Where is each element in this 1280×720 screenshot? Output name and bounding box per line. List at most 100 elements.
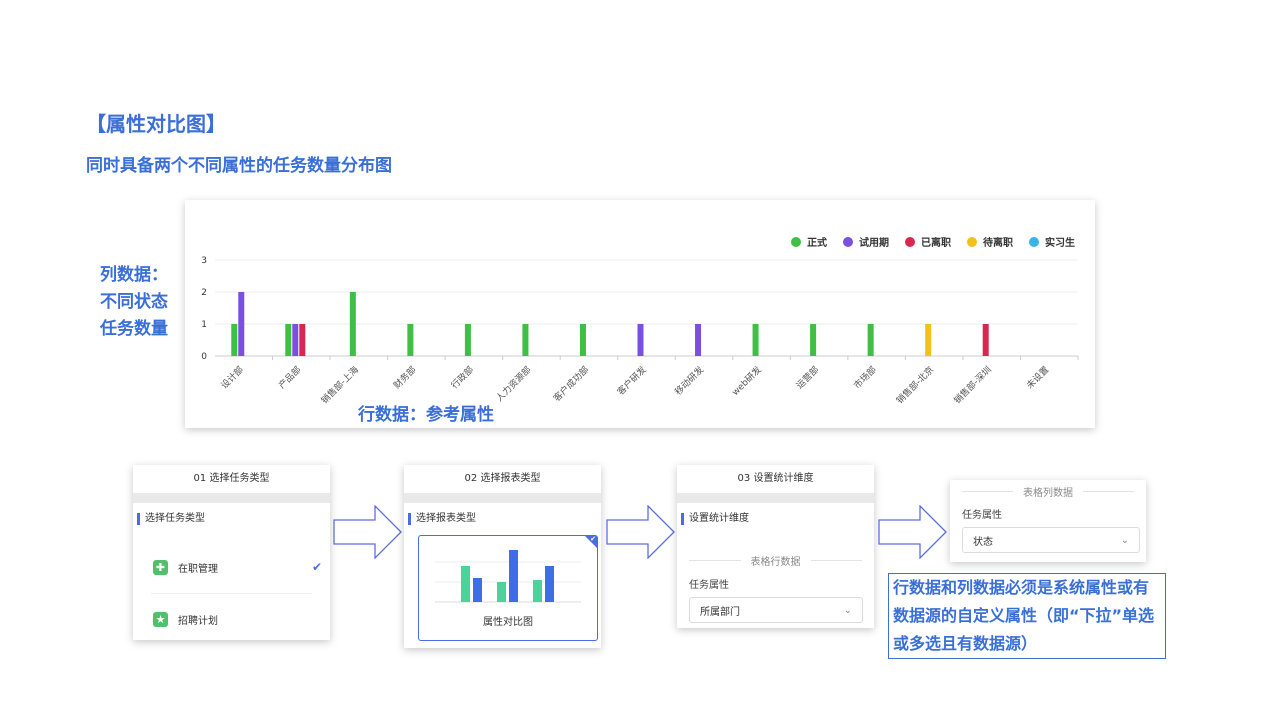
legend-label: 已离职 [921, 238, 951, 249]
bar [695, 324, 702, 356]
legend-dot-icon [843, 236, 853, 247]
bar [292, 324, 299, 356]
x-tick-label: 市场部 [851, 364, 879, 392]
step-card-select-report-type: 02 选择报表类型 选择报表类型 ✔ 属性对比图 [404, 465, 601, 648]
chevron-down-icon: ⌄ [1120, 534, 1129, 546]
step-divider-bar [133, 493, 330, 503]
x-tick-label: 未设置 [1024, 364, 1052, 392]
chart-card: 0 1 2 3 设计部 产品部销售部-上海 财务部 行政部人力资源部客户成功部客户研发移动研发… [185, 200, 1095, 428]
bar-chart-icon [435, 550, 581, 603]
arrow-right-icon [878, 505, 947, 559]
chart-legend: 正式 试用期 已离职 待离职 实习生 [791, 234, 1075, 249]
section-title-text: 表格行数据 [750, 557, 801, 568]
bar [285, 324, 292, 356]
bar [637, 324, 644, 356]
legend-item[interactable]: 实习生 [1029, 234, 1075, 249]
column-note-line: 列数据： [100, 265, 168, 285]
bar [299, 324, 306, 356]
step-subheader: 选择任务类型 [137, 513, 330, 525]
arrow-right-icon [333, 505, 402, 559]
select-value: 状态 [973, 536, 993, 548]
task-attribute-label: 任务属性 [962, 510, 1002, 521]
bar [231, 324, 238, 356]
selected-corner-flag [585, 536, 597, 548]
legend-item[interactable]: 正式 [791, 234, 827, 249]
step-card-set-dimensions: 03 设置统计维度 设置统计维度 表格行数据 任务属性 所属部门 ⌄ [677, 465, 874, 628]
step-divider-bar [677, 493, 874, 503]
x-tick-label: 行政部 [448, 364, 476, 392]
y-tick-label: 1 [201, 320, 207, 330]
y-tick-label: 2 [201, 288, 207, 298]
x-tick-label: 移动研发 [672, 364, 706, 398]
bar [752, 324, 759, 356]
bar [407, 324, 414, 356]
x-tick-label: 销售部-深圳 [951, 364, 994, 407]
check-icon: ✔ [590, 535, 596, 543]
section-title-text: 表格列数据 [1023, 488, 1073, 499]
row-data-note: 行数据：参考属性 [358, 405, 494, 425]
page-title: 【属性对比图】 [86, 112, 226, 136]
legend-label: 试用期 [859, 238, 889, 249]
option-divider [151, 593, 312, 594]
bar [522, 324, 529, 356]
x-tick-label: 运营部 [794, 364, 822, 392]
x-tick-label: 产品部 [276, 364, 304, 392]
x-tick-label: 设计部 [218, 364, 246, 392]
bar-chart: 0 1 2 3 设计部 产品部销售部-上海 财务部 行政部人力资源部客户成功部客户研发移动研发… [201, 256, 1079, 407]
bar [925, 324, 932, 356]
legend-item[interactable]: 待离职 [967, 234, 1013, 249]
bar [349, 292, 356, 356]
chart-type-label: 属性对比图 [483, 617, 533, 628]
plus-icon: ✚ [153, 560, 168, 575]
page-subtitle: 同时具备两个不同属性的任务数量分布图 [86, 156, 392, 176]
row-data-section-title: 表格行数据 [689, 553, 862, 568]
x-tick-label: 客户研发 [615, 364, 649, 398]
step-subheader: 设置统计维度 [681, 513, 874, 525]
legend-item[interactable]: 已离职 [905, 234, 951, 249]
star-icon: ★ [153, 612, 168, 627]
task-type-option-onboard[interactable]: ✚ 在职管理 [153, 560, 218, 575]
requirement-note: 行数据和列数据必须是系统属性或有数据源的自定义属性（即“下拉”单选或多选且有数据… [888, 573, 1166, 659]
task-attribute-label: 任务属性 [689, 580, 729, 591]
task-type-option-recruit[interactable]: ★ 招聘计划 [153, 612, 218, 627]
arrow-right-icon [606, 505, 675, 559]
check-icon: ✔ [312, 560, 323, 574]
legend-item[interactable]: 试用期 [843, 234, 889, 249]
x-tick-label: 销售部-北京 [894, 364, 937, 407]
step-card-select-task-type: 01 选择任务类型 选择任务类型 ✚ 在职管理 ✔ ★ 招聘计划 [133, 465, 330, 640]
column-attribute-select[interactable]: 状态 ⌄ [962, 527, 1140, 553]
y-tick-label: 3 [201, 256, 207, 266]
x-tick-label: 销售部-上海 [318, 364, 361, 407]
bar [238, 292, 245, 356]
bar [579, 324, 586, 356]
y-tick-label: 0 [201, 352, 207, 362]
row-attribute-select[interactable]: 所属部门 ⌄ [689, 597, 863, 623]
step-divider-bar [404, 493, 601, 503]
step-header: 03 设置统计维度 [737, 473, 814, 484]
legend-label: 待离职 [983, 238, 1013, 249]
option-label: 在职管理 [178, 564, 218, 575]
x-tick-label: web研发 [729, 364, 763, 398]
legend-dot-icon [967, 236, 977, 247]
x-tick-label: 客户成功部 [551, 364, 591, 404]
step-header: 01 选择任务类型 [193, 473, 270, 484]
option-label: 招聘计划 [178, 616, 218, 627]
legend-dot-icon [791, 236, 801, 247]
bar [982, 324, 989, 356]
legend-label: 实习生 [1045, 238, 1075, 249]
column-note-line: 不同状态 [100, 292, 168, 312]
bar [867, 324, 874, 356]
bar [810, 324, 817, 356]
legend-label: 正式 [807, 238, 827, 249]
legend-dot-icon [905, 236, 915, 247]
chart-type-option-attribute-compare[interactable]: ✔ 属性对比图 [418, 535, 598, 641]
column-data-note: 列数据： 不同状态 任务数量 [100, 262, 168, 343]
step-subheader: 选择报表类型 [408, 513, 601, 525]
x-tick-label: 财务部 [391, 364, 419, 392]
chevron-down-icon: ⌄ [843, 604, 852, 616]
column-data-card: 表格列数据 任务属性 状态 ⌄ [950, 480, 1146, 562]
column-note-line: 任务数量 [100, 319, 168, 339]
x-tick-label: 人力资源部 [493, 364, 533, 404]
step-header: 02 选择报表类型 [464, 473, 541, 484]
column-data-section-title: 表格列数据 [962, 484, 1134, 499]
